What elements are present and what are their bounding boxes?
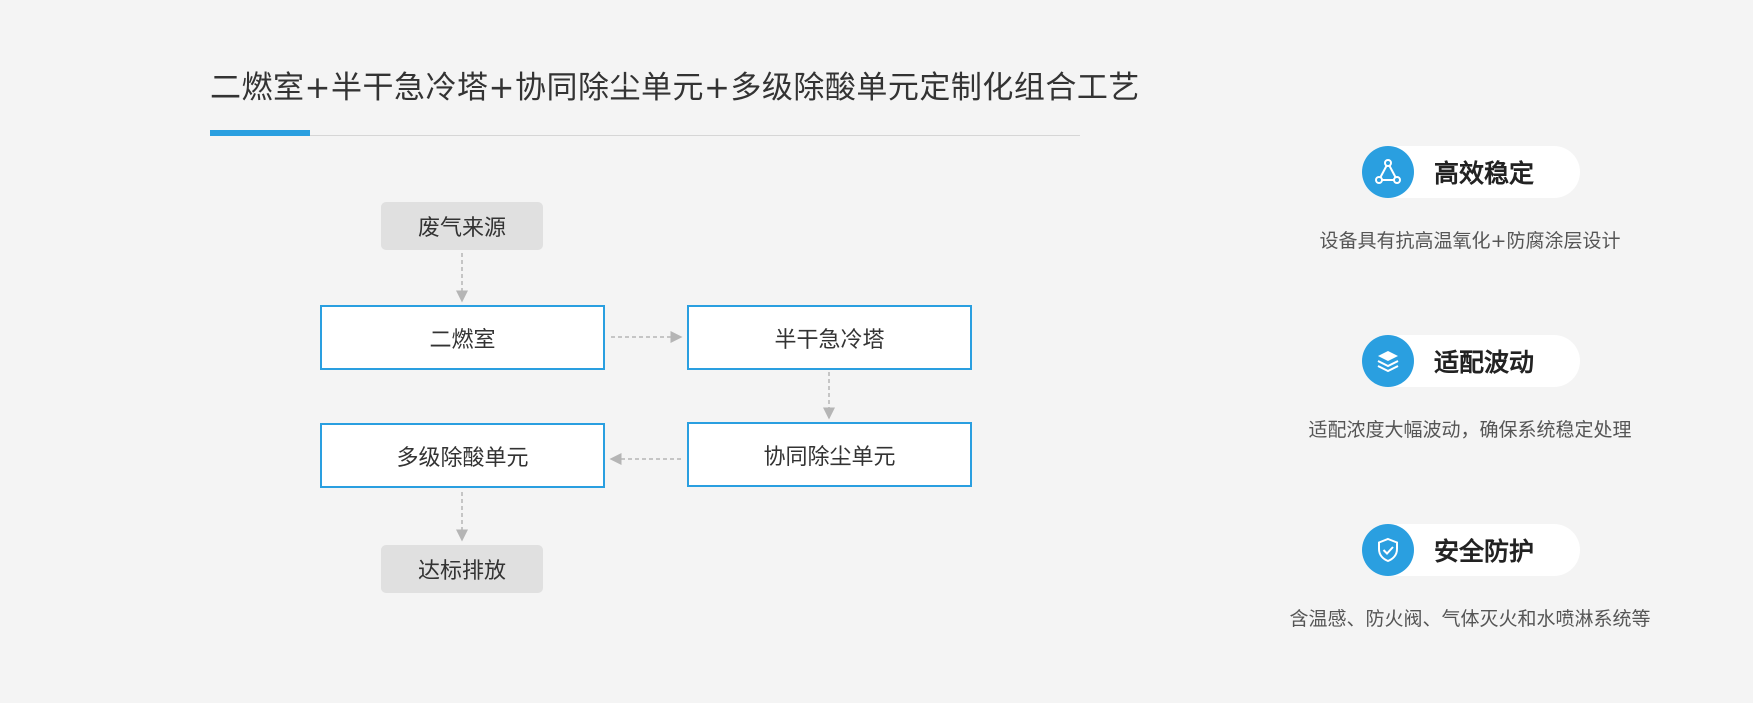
feature-title: 安全防护 — [1434, 537, 1535, 566]
node-quench: 半干急冷塔 — [687, 305, 972, 370]
feature-desc: 设备具有抗高温氧化+防腐涂层设计 — [1319, 230, 1621, 252]
page-title: 二燃室+半干急冷塔+协同除尘单元+多级除酸单元定制化组合工艺 — [210, 70, 1140, 106]
node-discharge: 达标排放 — [381, 545, 543, 593]
feature-title: 高效稳定 — [1434, 159, 1535, 188]
node-combustion: 二燃室 — [320, 305, 605, 370]
shield-check-icon — [1362, 524, 1414, 576]
layers-icon — [1362, 335, 1414, 387]
feature-title: 适配波动 — [1434, 348, 1535, 377]
feature-card-adapt: 适配波动 — [1362, 335, 1580, 387]
feature-desc: 适配浓度大幅波动，确保系统稳定处理 — [1308, 419, 1632, 441]
feature-desc: 含温感、防火阀、气体灭火和水喷淋系统等 — [1289, 608, 1651, 630]
node-dust: 协同除尘单元 — [687, 422, 972, 487]
title-divider — [210, 135, 1080, 136]
triangle-network-icon — [1362, 146, 1414, 198]
node-source: 废气来源 — [381, 202, 543, 250]
title-accent-bar — [210, 130, 310, 136]
node-acid: 多级除酸单元 — [320, 423, 605, 488]
feature-card-stable: 高效稳定 — [1362, 146, 1580, 198]
feature-card-safety: 安全防护 — [1362, 524, 1580, 576]
